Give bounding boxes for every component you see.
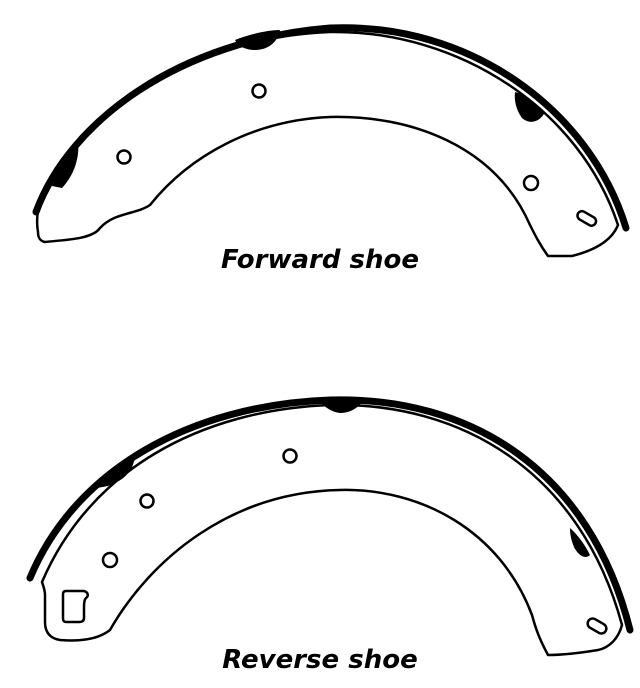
forward-lining-lump-right bbox=[514, 92, 545, 122]
forward-shoe-lining bbox=[32, 24, 630, 232]
forward-lining-lump-left bbox=[52, 140, 79, 188]
reverse-lining-lump-top bbox=[320, 400, 362, 413]
forward-hole-1 bbox=[116, 149, 132, 165]
forward-hole-2 bbox=[251, 83, 267, 99]
forward-shoe-caption: Forward shoe bbox=[221, 245, 419, 275]
reverse-hole-2 bbox=[139, 493, 155, 509]
reverse-shoe-figure bbox=[26, 396, 634, 657]
forward-lining-lump-top bbox=[235, 30, 280, 50]
forward-shoe-figure bbox=[32, 24, 630, 258]
reverse-hole-3 bbox=[282, 448, 298, 464]
forward-shoe-body bbox=[35, 30, 620, 258]
reverse-shoe-caption: Reverse shoe bbox=[222, 645, 418, 675]
reverse-rect-cutout bbox=[61, 589, 89, 624]
reverse-lining-lump-left bbox=[97, 455, 135, 488]
forward-slot bbox=[576, 209, 598, 227]
reverse-lining-lump-right bbox=[570, 528, 590, 558]
reverse-shoe-lining bbox=[26, 396, 634, 634]
reverse-hole-1 bbox=[101, 551, 119, 569]
forward-hole-3 bbox=[522, 174, 540, 192]
reverse-shoe-body bbox=[40, 403, 624, 657]
reverse-slot bbox=[586, 617, 608, 635]
